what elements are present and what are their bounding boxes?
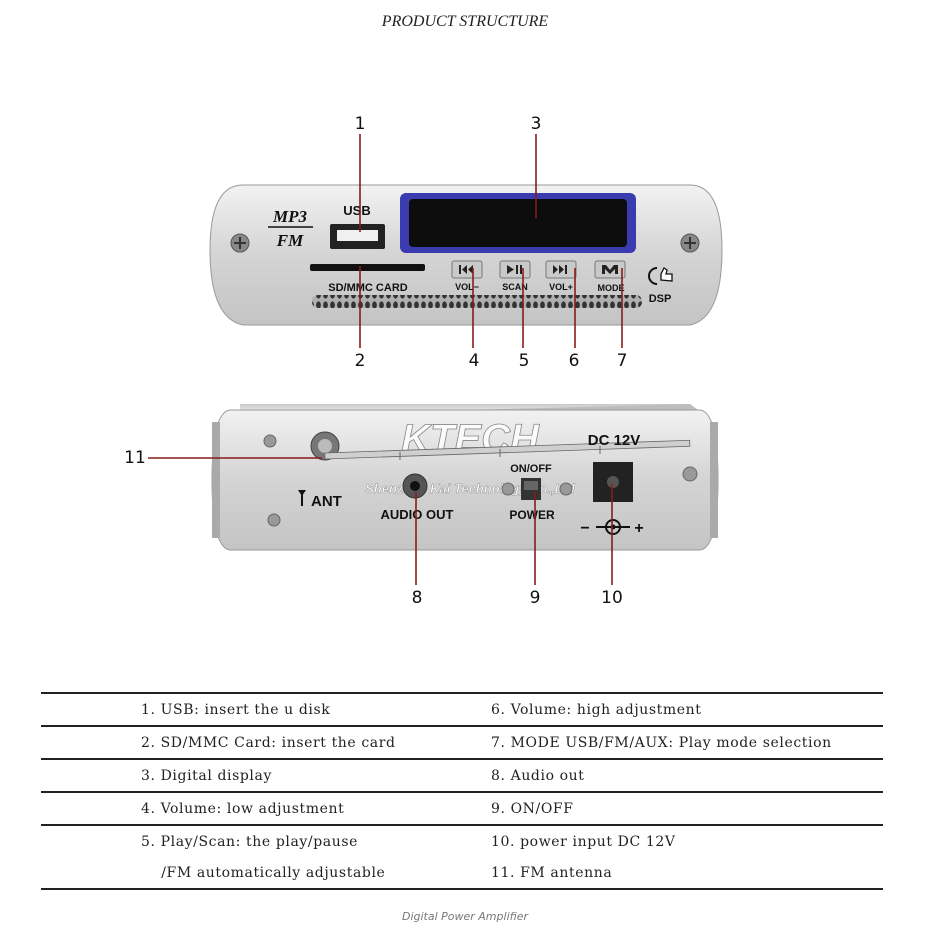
page-title: PRODUCT STRUCTURE (381, 13, 549, 30)
dc-label: DC 12V (588, 432, 641, 449)
screw-icon (680, 233, 700, 253)
previous-icon (459, 265, 473, 274)
watermark-text: Shenzhen Kai Technology Co.,Ltd (365, 481, 576, 496)
legend-cell: 11. FM antenna (491, 857, 883, 890)
mp3-logo: MP3 (272, 207, 308, 226)
callout-9: 9 (530, 588, 541, 608)
antenna-icon (298, 490, 306, 506)
legend-cell: 1. USB: insert the u disk (41, 692, 491, 726)
polarity-plus: + (634, 520, 643, 537)
rear-panel: KTECH Shenzhen Kai Technology Co.,Ltd AN… (211, 404, 719, 551)
callout-1: 1 (355, 114, 366, 134)
legend-table: 1. USB: insert the u disk 6. Volume: hig… (41, 692, 883, 890)
screw-icon (230, 233, 250, 253)
usb-label: USB (343, 203, 370, 218)
screw-icon (267, 513, 281, 527)
sd-card-slot[interactable] (310, 264, 425, 271)
legend-row: 4. Volume: low adjustment 9. ON/OFF (41, 791, 883, 825)
ant-label: ANT (311, 493, 342, 510)
mode-button[interactable]: MODE (594, 260, 626, 293)
legend-cell: 4. Volume: low adjustment (41, 791, 491, 825)
legend-row: 1. USB: insert the u disk 6. Volume: hig… (41, 692, 883, 726)
fm-antenna[interactable] (310, 431, 691, 461)
vol-minus-button[interactable]: VOL− (451, 260, 483, 292)
next-icon (553, 265, 567, 274)
footer-caption: Digital Power Amplifier (401, 910, 529, 923)
button-label: MODE (598, 283, 625, 293)
callout-10: 10 (601, 588, 623, 608)
callout-2: 2 (355, 351, 366, 371)
callout-lines (148, 134, 623, 585)
dsp-label: DSP (649, 293, 672, 305)
dsp-thumb-icon (648, 267, 673, 285)
screw-icon (501, 482, 515, 496)
callout-6: 6 (569, 351, 580, 371)
scan-button[interactable]: SCAN (499, 260, 531, 292)
legend-row: 5. Play/Scan: the play/pause 10. power i… (41, 824, 883, 857)
front-panel: MP3 FM USB SD/MMC CARD VOL− (209, 184, 723, 326)
screw-icon (682, 466, 698, 482)
product-diagram: MP3 FM USB SD/MMC CARD VOL− (124, 114, 723, 608)
callout-4: 4 (469, 351, 480, 371)
legend-cell: 2. SD/MMC Card: insert the card (41, 725, 491, 759)
fm-logo: FM (276, 231, 304, 250)
play-pause-icon (507, 265, 522, 274)
button-label: VOL+ (549, 282, 573, 292)
legend-cell: 7. MODE USB/FM/AUX: Play mode selection (491, 725, 883, 759)
legend-row: 2. SD/MMC Card: insert the card 7. MODE … (41, 725, 883, 759)
callout-8: 8 (412, 588, 423, 608)
legend-cell: 6. Volume: high adjustment (491, 692, 883, 726)
legend-cell: 10. power input DC 12V (491, 824, 883, 857)
screw-icon (559, 482, 573, 496)
legend-cell: 8. Audio out (491, 758, 883, 792)
sd-card-label: SD/MMC CARD (328, 282, 407, 294)
callout-7: 7 (617, 351, 628, 371)
vol-plus-button[interactable]: VOL+ (545, 260, 577, 292)
callout-5: 5 (519, 351, 530, 371)
legend-cell: 5. Play/Scan: the play/pause (41, 824, 491, 857)
button-label: SCAN (502, 282, 528, 292)
polarity-minus: − (580, 520, 589, 537)
screw-icon (263, 434, 277, 448)
legend-row: 3. Digital display 8. Audio out (41, 758, 883, 792)
button-label: VOL− (455, 282, 479, 292)
mode-icon (602, 265, 618, 274)
legend-cell: 9. ON/OFF (491, 791, 883, 825)
legend-cell: 3. Digital display (41, 758, 491, 792)
switch-label: ON/OFF (510, 463, 552, 475)
audio-out-label: AUDIO OUT (381, 507, 454, 522)
vent-grille (312, 295, 642, 308)
legend-cell: /FM automatically adjustable (41, 857, 491, 890)
callout-3: 3 (531, 114, 542, 134)
legend-row: /FM automatically adjustable 11. FM ante… (41, 857, 883, 890)
callout-11: 11 (124, 448, 146, 468)
power-label: POWER (509, 508, 555, 522)
